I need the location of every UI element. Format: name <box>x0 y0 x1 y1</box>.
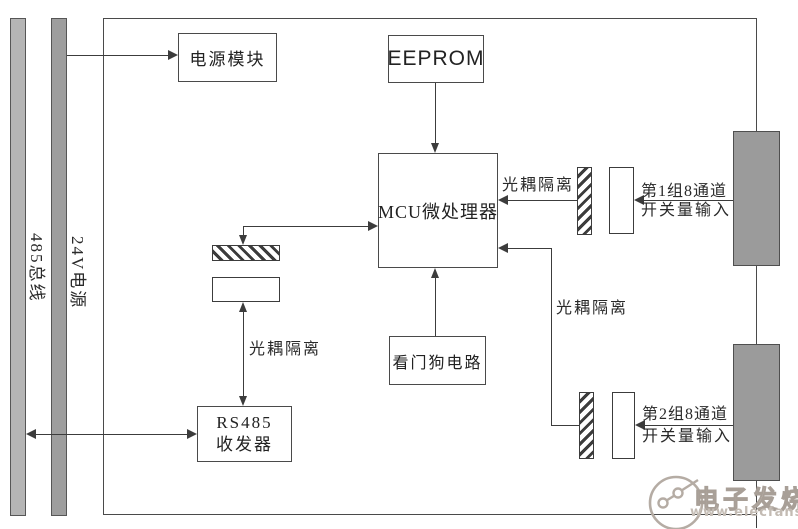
power-module-label: 电源模块 <box>189 50 266 69</box>
group2-input-label-line1: 第2组8通道 <box>642 406 729 423</box>
elecfans-site-watermark: www.elecfans.com <box>690 505 798 520</box>
frame-bottom-stub-line <box>756 515 758 528</box>
arrowhead-into-mcu-top <box>431 143 439 153</box>
arrowhead-into-opto-buffer-left <box>239 302 247 312</box>
opto-isolation-label-left: 光耦隔离 <box>249 341 322 358</box>
group1-input-label-line2: 开关量输入 <box>641 202 732 219</box>
watchdog-label: 看门狗电路 <box>392 354 483 372</box>
opto-buffer-left <box>212 277 280 302</box>
line-mcu-to-opto-left-v <box>243 226 245 237</box>
opto-hatch-left <box>212 245 280 261</box>
line-mcu-to-opto-left-h <box>243 226 369 228</box>
bus-bar-485 <box>10 18 26 516</box>
group2-input-label-line2: 开关量输入 <box>642 428 733 445</box>
line-group2-opto-h <box>551 425 579 427</box>
arrowhead-into-power-module <box>168 50 178 60</box>
line-group2-opto-v <box>551 248 553 426</box>
line-opto-left-to-rs485 <box>243 310 245 398</box>
arrowhead-into-mcu-right-upper <box>498 195 508 205</box>
arrowhead-into-485-bus <box>26 429 36 439</box>
arrowhead-into-group1-buffer <box>634 195 644 205</box>
elecfans-logo-icon <box>648 475 704 529</box>
arrowhead-into-group2-buffer <box>635 420 645 430</box>
bus-bar-24v <box>51 18 67 516</box>
line-group2-input <box>643 425 733 427</box>
line-group2-opto-to-mcu <box>506 248 551 250</box>
rs485-label-line1: RS485 <box>216 412 273 432</box>
arrowhead-into-mcu-left <box>368 221 378 231</box>
main-frame <box>103 18 757 515</box>
arrowhead-into-rs485-top <box>239 396 247 406</box>
bus-485-label: 485总线 <box>27 233 46 303</box>
bus-24v-label: 24V电源 <box>68 236 87 310</box>
opto-buffer-group1 <box>609 167 634 234</box>
rs485-label-line2: 收发器 <box>216 435 273 454</box>
opto-isolation-label-group1: 光耦隔离 <box>502 177 575 194</box>
input-connector-group1 <box>733 131 780 266</box>
watchdog-box: 看门狗电路 <box>389 336 486 385</box>
line-485bus-to-rs485 <box>34 434 188 436</box>
mcu-box: MCU微处理器 <box>378 153 498 268</box>
mcu-label: MCU微处理器 <box>378 201 499 222</box>
arrowhead-into-opto-hatch-left <box>239 235 247 245</box>
eeprom-box: EEPROM <box>388 35 484 83</box>
line-watchdog-to-mcu <box>435 276 437 336</box>
opto-buffer-group2 <box>612 392 635 459</box>
input-connector-group2 <box>733 344 780 481</box>
rs485-box: RS485 收发器 <box>197 406 292 462</box>
eeprom-label: EEPROM <box>387 47 485 70</box>
power-module-box: 电源模块 <box>178 33 277 82</box>
arrowhead-into-mcu-bottom <box>431 268 439 278</box>
line-eeprom-to-mcu <box>435 83 437 144</box>
elecfans-brand-watermark: 电子发烧友 <box>693 485 798 515</box>
line-group1-opto-to-mcu <box>506 200 577 202</box>
opto-hatch-group2 <box>579 392 594 459</box>
rs485-label: RS485 收发器 <box>216 412 273 456</box>
group1-input-label-line1: 第1组8通道 <box>641 183 728 200</box>
arrowhead-into-rs485-left <box>187 429 197 439</box>
line-24v-to-power-module <box>67 55 170 57</box>
arrowhead-into-mcu-right-lower <box>498 243 508 253</box>
line-group1-input <box>642 200 733 202</box>
opto-isolation-label-group2: 光耦隔离 <box>556 300 629 317</box>
opto-hatch-group1 <box>577 167 592 235</box>
